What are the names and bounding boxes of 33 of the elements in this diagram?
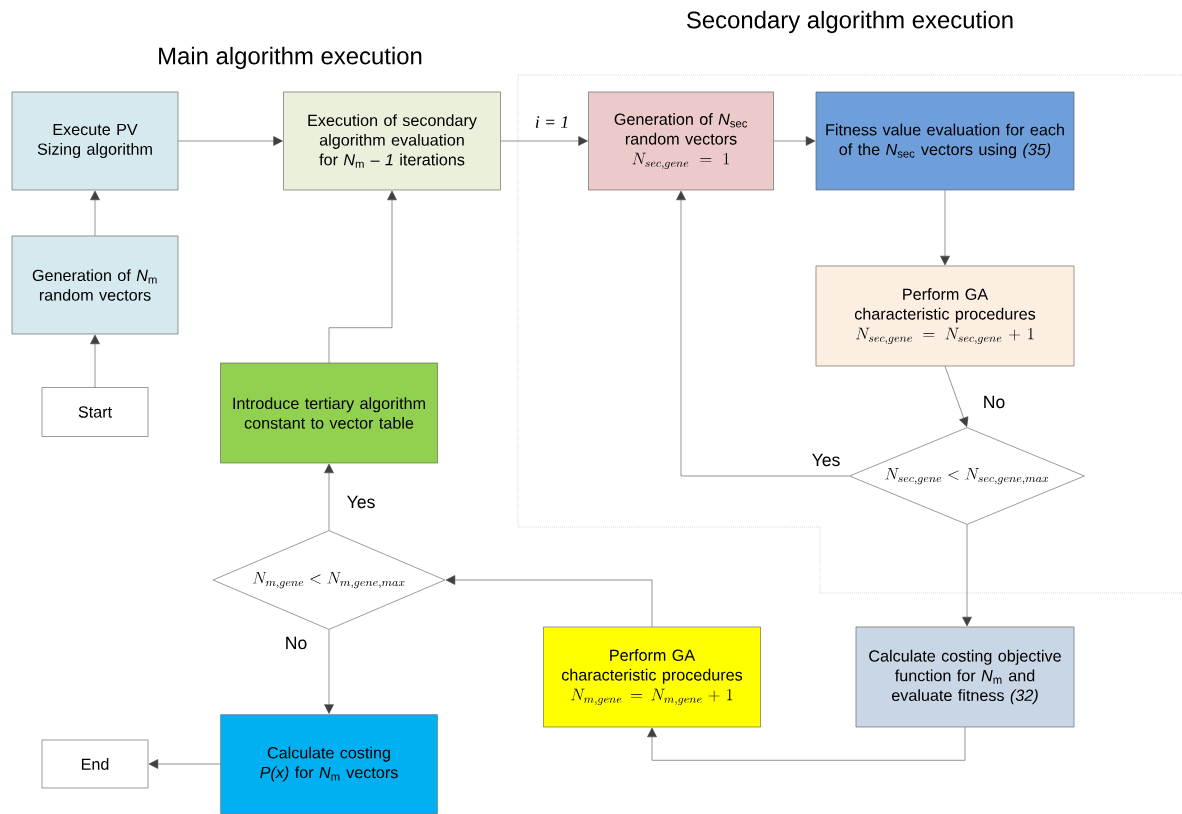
process-box: Start bbox=[41, 387, 149, 437]
arrow bbox=[324, 629, 334, 714]
process-box: Generation of N$_{m}$ random vectors bbox=[11, 235, 179, 335]
arrow bbox=[90, 334, 100, 388]
process-box: Calculate costing P(x) for N$_{m}$ vectors bbox=[220, 714, 438, 814]
edge-label: No bbox=[286, 636, 307, 650]
arrow bbox=[328, 190, 397, 363]
process-box: End bbox=[41, 739, 149, 789]
process-box: Execute PV Sizing algorithm bbox=[11, 91, 179, 191]
arrow bbox=[178, 136, 283, 146]
arrow bbox=[148, 759, 221, 769]
edge-label: i = 1 bbox=[535, 116, 568, 128]
process-box: Fitness value evaluation for each of the N$_{sec}$ vectors using (35) bbox=[815, 91, 1075, 191]
arrow bbox=[944, 366, 969, 427]
arrow bbox=[500, 136, 588, 146]
process-box: Calculate costing objective function for N$_{m}$ and evaluate fitness (32) bbox=[855, 626, 1075, 728]
arrow bbox=[324, 463, 334, 531]
arrow bbox=[962, 524, 972, 627]
process-box: Execution of secondary algorithm evaluation for N$_{m}$ – 1 iterations bbox=[283, 91, 501, 191]
arrow bbox=[773, 136, 816, 146]
arrow bbox=[90, 190, 100, 236]
process-box: Introduce tertiary algorithm constant to vector table bbox=[220, 362, 438, 464]
process-box: Perform GA characteristic procedures $N_{m,gene} = N_{m,gene} + 1$ bbox=[543, 626, 761, 728]
edge-label: No bbox=[984, 395, 1005, 409]
heading: Main algorithm execution bbox=[159, 46, 422, 70]
edge-label: Yes bbox=[812, 453, 840, 467]
edge-label: Yes bbox=[347, 495, 375, 509]
arrow bbox=[940, 190, 950, 266]
arrow bbox=[676, 190, 850, 477]
arrow bbox=[445, 575, 653, 627]
process-box: Perform GA characteristic procedures $N_{sec,gene} = N_{sec,gene} + 1$ bbox=[815, 265, 1075, 367]
arrow bbox=[647, 727, 966, 761]
process-box: Generation of N$_{sec}$ random vectors $N_{sec,gene} = 1$ bbox=[588, 91, 774, 191]
